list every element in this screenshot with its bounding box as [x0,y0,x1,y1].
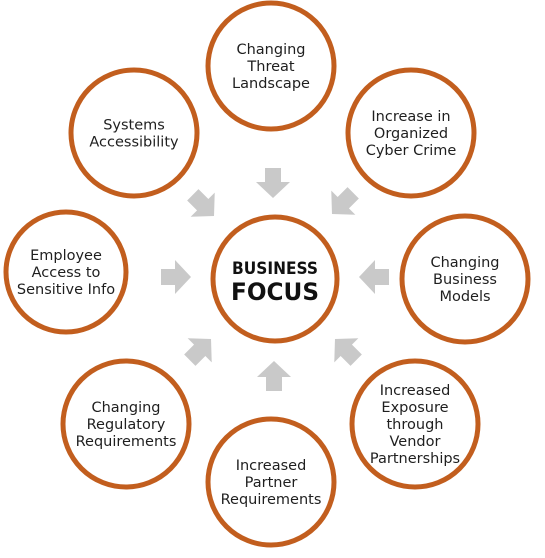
arrow-increase-organized-cyber-crime [331,187,359,215]
node-circle [349,358,481,490]
arrow-systems-accessibility [187,189,215,217]
node-label-line: Cyber Crime [366,143,457,159]
node-label-line: through [387,417,444,433]
arrow-increased-partner-requirements [257,361,291,391]
node-label-line: Landscape [232,76,310,92]
arrow-changing-business-models [359,260,389,294]
node-label-line: Organized [374,126,448,142]
node-increased-exposure-vendor: IncreasedExposurethroughVendorPartnershi… [349,358,481,490]
arrow-employee-access-sensitive-info [161,260,191,294]
center-label-line2: FOCUS [231,278,319,306]
center-circle [210,214,340,344]
node-label-line: Partner [245,475,298,491]
arrow-increased-exposure-vendor [334,338,362,366]
node-label-line: Increased [380,383,451,399]
node-circle [68,67,200,199]
node-circle [60,358,192,490]
node-circle [205,0,337,132]
node-label-line: Accessibility [89,135,179,151]
node-circle [205,416,337,548]
arrow-changing-threat-landscape [256,168,290,198]
arrows-layer [161,168,389,391]
node-label-line: Business [433,272,497,288]
node-label-line: Vendor [390,434,441,450]
node-label-line: Requirements [76,434,177,450]
node-label-line: Employee [30,248,102,264]
arrow-changing-regulatory-requirements [184,338,212,366]
node-label-line: Requirements [221,492,322,508]
center-label-line1: BUSINESS [232,259,318,279]
node-label-line: Partnerships [370,451,460,467]
node-label-line: Changing [236,42,305,58]
node-circle [3,209,129,335]
node-circle [345,67,477,199]
node-label-line: Threat [246,59,294,75]
node-label-line: Increase in [371,109,450,125]
node-label-line: Access to [32,265,101,281]
node-circle [399,213,531,345]
node-label-line: Regulatory [87,417,166,433]
node-label-line: Exposure [381,400,448,416]
node-label-line: Increased [236,458,307,474]
node-label-line: Changing [91,400,160,416]
center-node: BUSINESS FOCUS [210,214,340,344]
node-label-line: Models [439,289,490,305]
node-label-line: Sensitive Info [17,282,115,298]
node-label-line: Changing [430,255,499,271]
node-label-line: Systems [103,118,165,134]
